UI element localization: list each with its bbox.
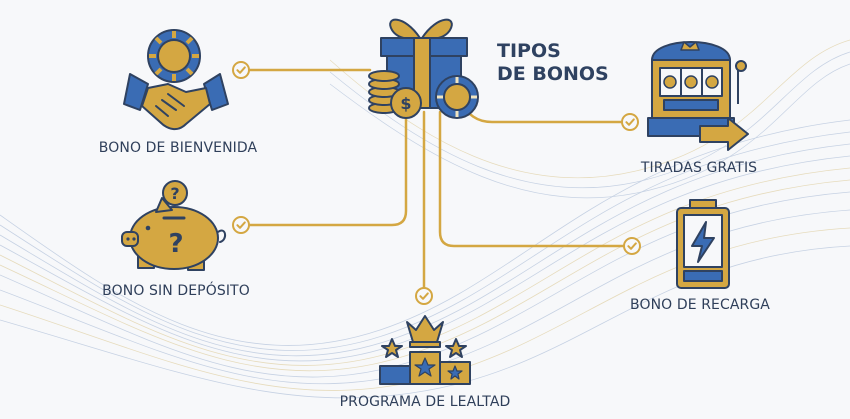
label-loyalty-program: PROGRAMA DE LEALTAD — [339, 394, 511, 410]
label-no-deposit-bonus: BONO SIN DEPÓSITO — [102, 283, 250, 299]
connector-free-spins — [458, 98, 632, 124]
podium-crown-icon — [379, 315, 471, 385]
gift-coins-chips-icon: $ — [368, 18, 479, 119]
battery-bolt-icon — [676, 199, 730, 289]
svg-text:?: ? — [168, 229, 183, 259]
label-welcome-bonus: BONO DE BIENVENIDA — [98, 140, 258, 156]
connector-lines — [239, 68, 634, 298]
piggy-bank-question-icon: ? ? — [121, 180, 226, 271]
title-line-1: TIPOS — [497, 40, 561, 62]
connector-no-deposit — [239, 108, 408, 227]
label-reload-bonus: BONO DE RECARGA — [630, 297, 770, 313]
label-free-spins: TIRADAS GRATIS — [640, 160, 758, 176]
title-line-2: DE BONOS — [497, 63, 609, 85]
connector-reload — [438, 110, 634, 248]
svg-text:$: $ — [400, 94, 411, 113]
svg-text:?: ? — [170, 184, 179, 203]
handshake-chip-icon — [123, 29, 229, 130]
diagram-title: TIPOS DE BONOS — [497, 40, 609, 86]
slot-machine-icon — [647, 41, 749, 151]
